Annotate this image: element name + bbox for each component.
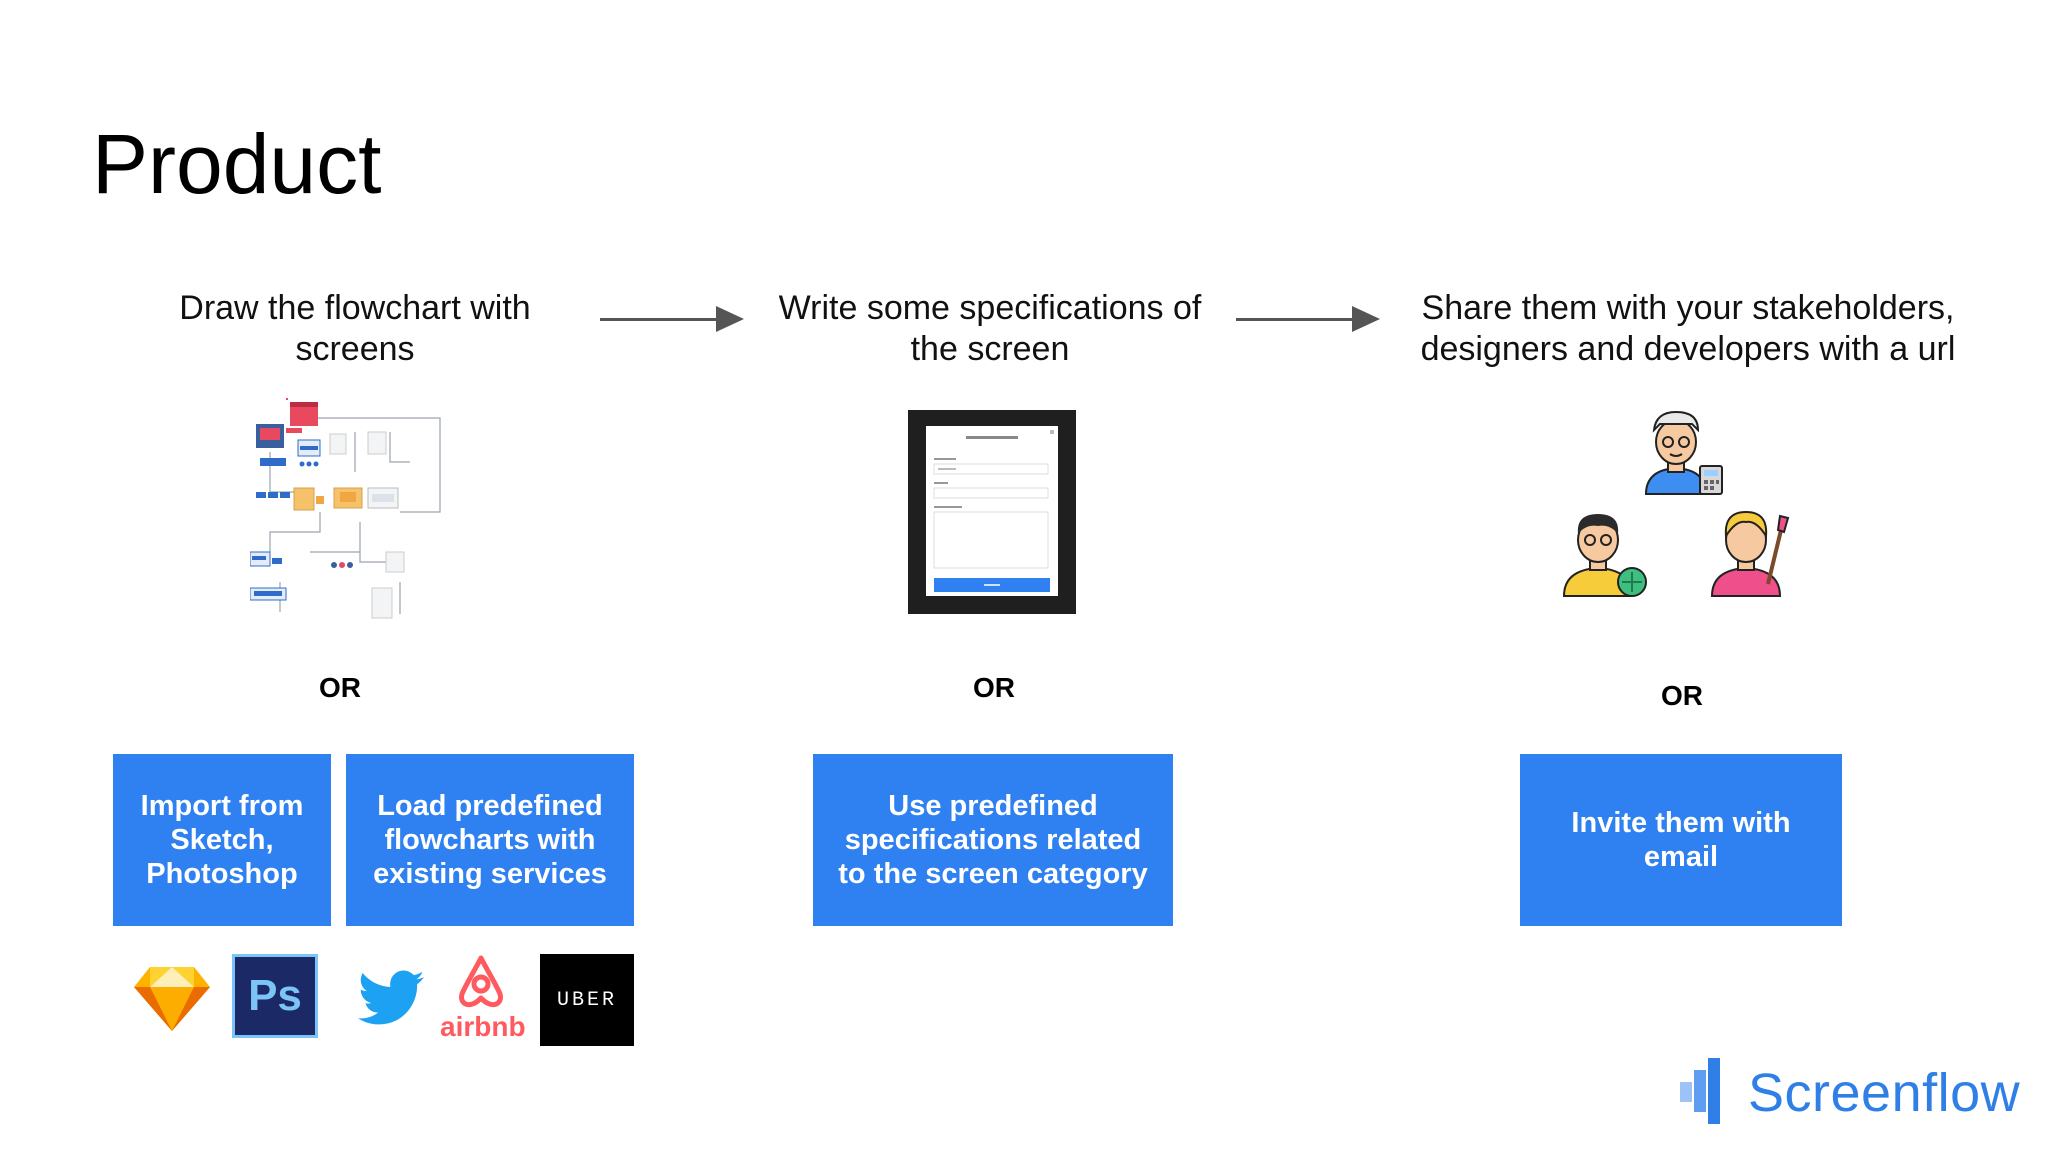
slide-title: Product	[92, 117, 382, 211]
uber-logo-text: UBER	[556, 988, 617, 1012]
photoshop-logo-text: Ps	[248, 971, 302, 1020]
flowchart-illustration	[250, 398, 441, 619]
invite-with-email-button[interactable]: Invite them with email	[1520, 754, 1842, 926]
airbnb-icon	[459, 955, 503, 1008]
use-predefined-specifications-button[interactable]: Use predefined specifications related to…	[813, 754, 1173, 926]
airbnb-logo-text: airbnb	[440, 1011, 526, 1042]
import-button-label: Import from Sketch, Photoshop	[140, 790, 304, 890]
step-1-text: Draw the flowchart with screens	[179, 289, 531, 368]
or-label-3: OR	[1661, 680, 1703, 711]
arrow-step-1-to-2	[600, 306, 744, 332]
uber-logo: UBER	[540, 954, 634, 1046]
specification-screen-illustration	[908, 410, 1076, 614]
photoshop-logo: Ps	[232, 954, 318, 1038]
twitter-icon	[358, 970, 424, 1025]
step-3-text: Share them with your stakeholders, desig…	[1420, 289, 1956, 368]
step-2-text: Write some specifications of the screen	[778, 289, 1202, 368]
invite-button-label: Invite them with email	[1571, 807, 1791, 873]
stakeholders-illustration	[1562, 410, 1790, 597]
import-sketch-photoshop-button[interactable]: Import from Sketch, Photoshop	[113, 754, 331, 926]
load-flowcharts-button-label: Load predefined flowcharts with existing…	[373, 790, 607, 890]
sketch-icon	[134, 967, 210, 1031]
load-predefined-flowcharts-button[interactable]: Load predefined flowcharts with existing…	[346, 754, 634, 926]
specifications-button-label: Use predefined specifications related to…	[838, 790, 1148, 890]
airbnb-logo: airbnb	[440, 954, 526, 1044]
arrow-step-2-to-3	[1236, 306, 1380, 332]
or-label-1: OR	[319, 672, 361, 703]
screenflow-brand-text: Screenflow	[1748, 1063, 2021, 1123]
screenflow-logo-icon	[1680, 1058, 1720, 1124]
or-label-2: OR	[973, 672, 1015, 703]
